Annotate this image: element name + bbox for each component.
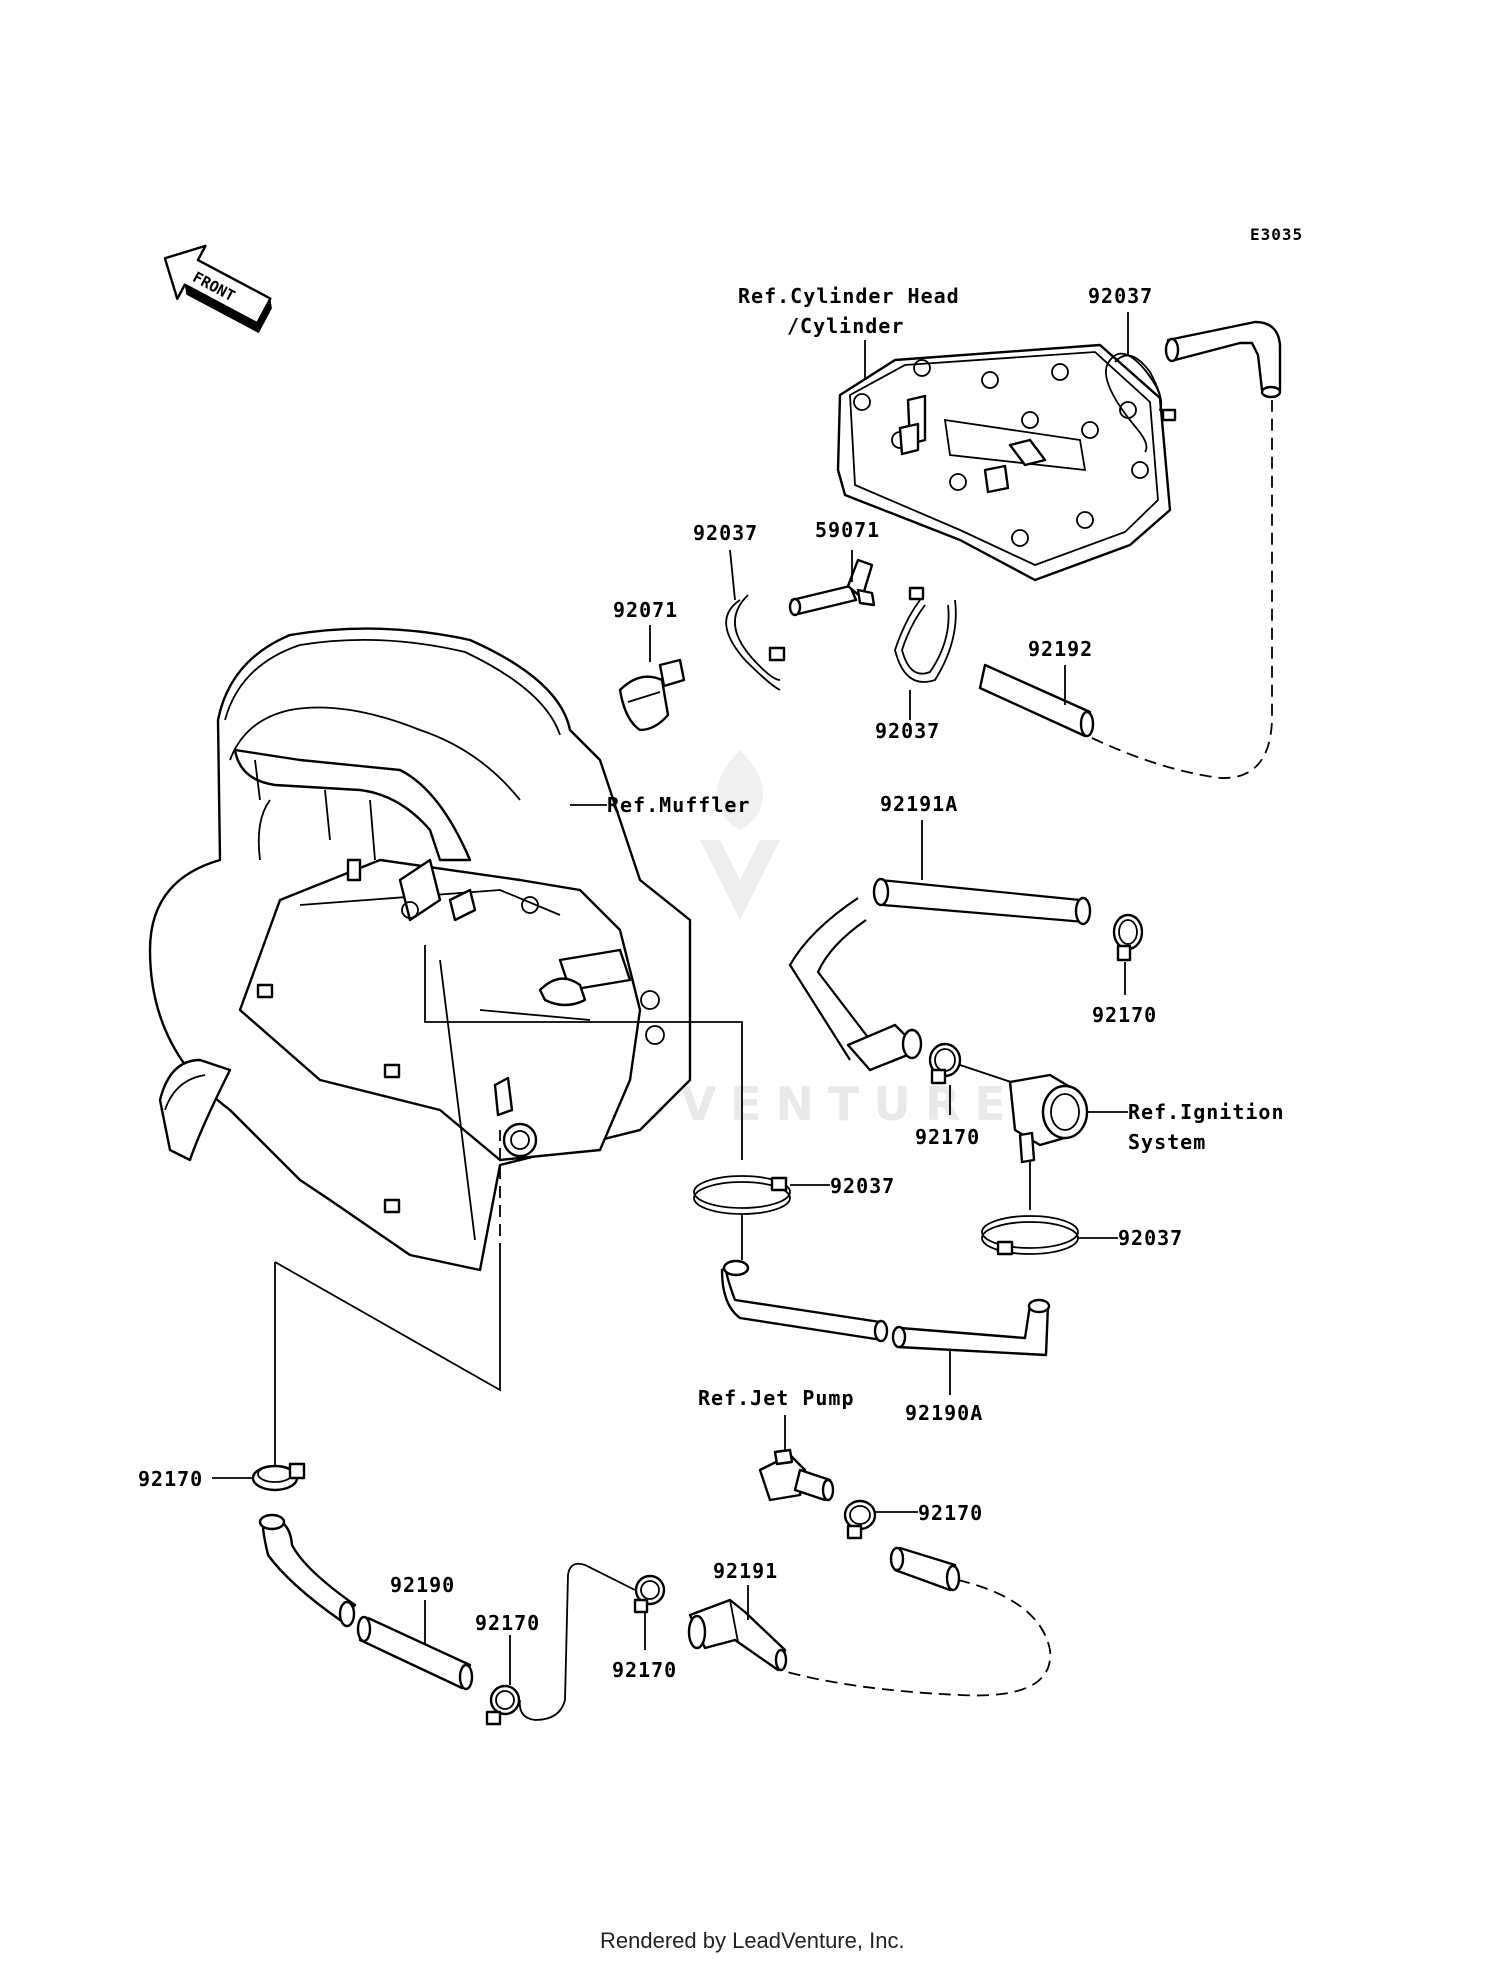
muffler [148, 627, 692, 1272]
ref-muffler-label: Ref.Muffler [607, 793, 750, 817]
hose-clamp-left [251, 1462, 306, 1492]
hose-92190 [258, 1513, 474, 1691]
label-92037-center: 92037 [830, 1174, 895, 1198]
ignition-valve [1008, 1073, 1089, 1164]
hose-clamp-mid [928, 1042, 962, 1085]
ref-jet-pump-label: Ref.Jet Pump [698, 1386, 855, 1410]
hose-clamp-lower-mid [633, 1574, 666, 1614]
ref-cylinder-head-label: Ref.Cylinder Head [738, 284, 960, 308]
band-clamp-mid-low [894, 586, 957, 683]
label-92037-mid-low: 92037 [875, 719, 940, 743]
band-clamp-right [981, 1215, 1079, 1256]
ref-ignition-label: Ref.Ignition [1128, 1100, 1285, 1124]
label-92037-right: 92037 [1118, 1226, 1183, 1250]
fitting-59071 [788, 558, 876, 617]
label-92170-lower-mid: 92170 [612, 1658, 677, 1682]
cylinder-head [836, 343, 1172, 582]
label-92170-left: 92170 [138, 1467, 203, 1491]
hose-clamp-lower-right [843, 1499, 877, 1540]
footer-credit: Rendered by LeadVenture, Inc. [600, 1928, 905, 1953]
diagram-code: E3035 [1250, 225, 1303, 244]
band-clamp-mid-left [725, 594, 786, 691]
label-92190: 92190 [390, 1573, 455, 1597]
label-92191: 92191 [713, 1559, 778, 1583]
label-92190A: 92190A [905, 1401, 983, 1425]
jet-pump-fitting [758, 1448, 835, 1502]
hose-92190A [720, 1259, 1051, 1357]
front-arrow-icon: FRONT [163, 244, 272, 334]
hose-lower-right [889, 1546, 961, 1592]
label-92170-lower-left: 92170 [475, 1611, 540, 1635]
label-92170-lower-right: 92170 [918, 1501, 983, 1525]
ref-ignition-system-label: System [1128, 1130, 1206, 1154]
label-59071: 59071 [815, 518, 880, 542]
ref-cylinder-label: /Cylinder [787, 314, 904, 338]
hose-clamp-lower-left [485, 1684, 521, 1726]
label-92071: 92071 [613, 598, 678, 622]
hose-92191A [788, 877, 1092, 1072]
plug-92071 [618, 658, 686, 732]
hose-clamp-right-top [1112, 913, 1144, 962]
label-92191A: 92191A [880, 792, 958, 816]
hose-92192 [978, 663, 1095, 738]
label-92037-mid-left: 92037 [693, 521, 758, 545]
band-clamp-top [1105, 352, 1177, 453]
label-92170-mid: 92170 [915, 1125, 980, 1149]
band-clamp-center [693, 1175, 791, 1215]
label-92192: 92192 [1028, 637, 1093, 661]
hose-92191 [687, 1598, 788, 1672]
hose-top-right [1164, 320, 1282, 399]
label-92037-top: 92037 [1088, 284, 1153, 308]
label-92170-right-top: 92170 [1092, 1003, 1157, 1027]
